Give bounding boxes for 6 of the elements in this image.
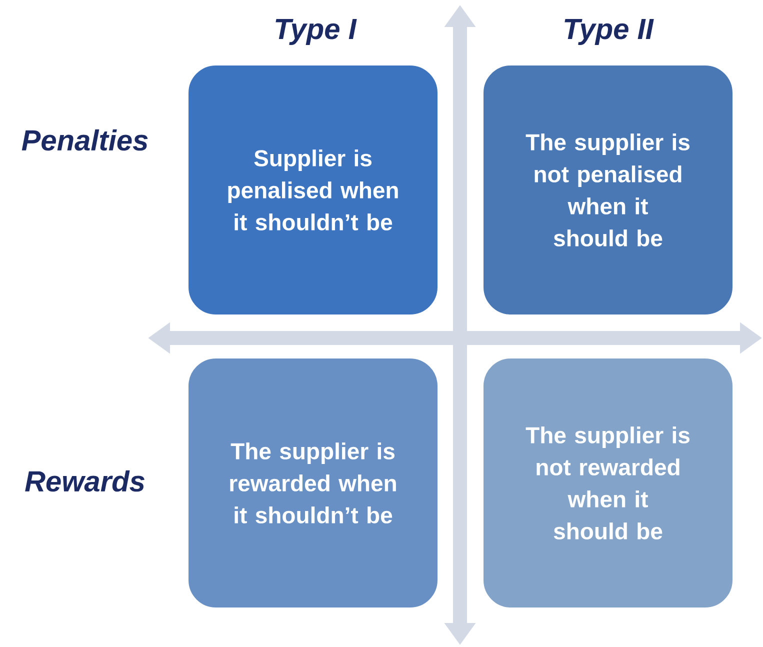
axis-heading: Rewards [25,470,144,492]
axis-heading: Penalties [22,129,148,151]
quadrant-box: The supplier is not penalised when it should be [482,64,734,316]
quadrant-box: The supplier is rewarded when it shouldn’t be [188,358,438,608]
quadrant-box: Supplier is penalised when it shouldn’t be [188,64,438,316]
quadrant-box: The supplier is not rewarded when it should be [482,358,734,608]
